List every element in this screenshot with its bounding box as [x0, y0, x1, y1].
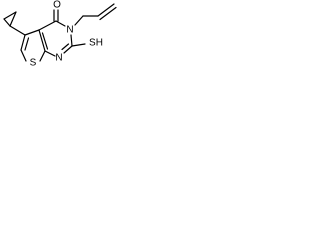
- atom-label-nitrogen-allyl: N: [66, 25, 73, 36]
- bond-cyclopropyl-3: [3, 18, 11, 27]
- bond-n1-c7a: [44, 50, 56, 57]
- bond-c2-sh: [71, 43, 86, 47]
- atom-label-oxygen: O: [53, 0, 61, 11]
- bond-ch-ch2: [97, 3, 115, 17]
- bond-c2-n1-double: [61, 43, 70, 51]
- bond-c4-n3: [55, 20, 66, 27]
- bond-c4a-c4: [38, 20, 57, 31]
- atom-label-nitrogen-ring: N: [55, 53, 62, 64]
- bond-c4a-c7a: [38, 29, 46, 52]
- bond-cyclopropyl-1: [3, 11, 17, 20]
- bond-c5-c6: [20, 34, 26, 51]
- bond-c5-c6-double: [24, 37, 30, 51]
- bond-cyclopropyl-2: [9, 11, 17, 27]
- bond-c6-s7: [20, 49, 27, 62]
- bond-ch-ch2-double: [99, 6, 117, 21]
- atom-label-sulfur-thiophene: S: [30, 58, 37, 69]
- atom-label-sulfur-thiol: SH: [89, 38, 103, 49]
- bond-cyclopropyl-link: [9, 25, 26, 36]
- bond-c4a-c7a-double: [41, 32, 49, 50]
- bond-s7-c7a: [39, 50, 46, 62]
- atom-label-layer: O N N SH S: [30, 0, 103, 69]
- bond-c2-n1: [63, 45, 73, 54]
- bond-n3-c2: [70, 34, 73, 47]
- chemical-structure: O N N SH S: [3, 0, 117, 69]
- bond-layer: [3, 3, 117, 62]
- bond-n3-ch2: [74, 15, 84, 26]
- bond-c5-c4a: [24, 29, 40, 36]
